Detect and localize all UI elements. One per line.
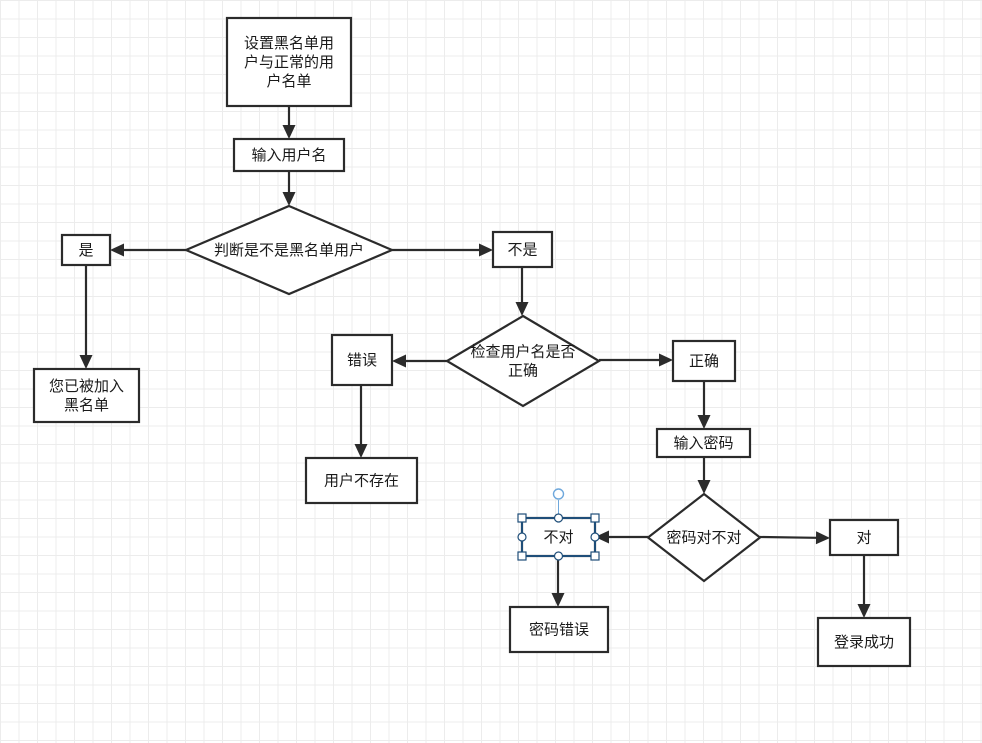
node-yes-label: 是 <box>78 241 93 259</box>
check-password-to-pw-right-arrowhead <box>815 531 830 545</box>
node-input-password[interactable]: 输入密码 <box>655 427 752 459</box>
node-setup-label: 户名单 <box>266 72 311 90</box>
edges-layer <box>79 106 871 618</box>
selection-overlay <box>517 488 600 561</box>
resize-handle-top-left[interactable] <box>517 513 527 523</box>
node-check-blacklist[interactable]: 判断是不是黑名单用户 <box>183 204 395 296</box>
resize-handle-right[interactable] <box>590 532 600 542</box>
node-wrong[interactable]: 错误 <box>330 333 394 387</box>
node-check-password-label: 密码对不对 <box>666 529 741 547</box>
node-correct-label: 正确 <box>689 352 719 370</box>
node-check-password-shape <box>646 492 762 583</box>
pw-wrong-to-pw-error-arrowhead <box>551 593 565 607</box>
node-check-username-label: 检查用户名是否 <box>470 343 575 361</box>
node-blacklisted-label: 您已被加入 <box>49 377 124 395</box>
correct-to-input-password-arrowhead <box>697 415 711 429</box>
node-input-user-label: 输入用户名 <box>251 146 326 164</box>
node-blacklisted-label: 黑名单 <box>64 396 109 414</box>
node-user-not-exist-shape <box>304 456 419 505</box>
check-username-to-wrong-arrowhead <box>392 354 406 368</box>
input-password-to-check-password-arrowhead <box>697 480 711 494</box>
node-login-ok-shape <box>816 616 912 668</box>
node-yes[interactable]: 是 <box>60 233 112 267</box>
node-login-ok[interactable]: 登录成功 <box>816 616 912 668</box>
node-input-password-shape <box>655 427 752 459</box>
check-blacklist-to-yes-arrowhead <box>110 243 124 257</box>
node-check-username-shape <box>444 314 602 408</box>
node-pw-right-label: 对 <box>856 529 871 547</box>
node-input-user-shape <box>232 137 346 173</box>
node-not-yes-label: 不是 <box>507 241 537 259</box>
resize-handle-bottom-right[interactable] <box>590 551 600 561</box>
node-input-user[interactable]: 输入用户名 <box>232 137 346 173</box>
check-blacklist-to-not-yes-arrowhead <box>479 243 493 257</box>
wrong-to-user-not-exist-arrowhead <box>354 444 368 458</box>
node-pw-error-shape <box>508 605 610 654</box>
node-pw-wrong-shape <box>520 516 597 558</box>
node-correct[interactable]: 正确 <box>671 339 737 383</box>
check-username-to-correct-arrowhead <box>659 353 673 367</box>
node-yes-shape <box>60 233 112 267</box>
node-pw-wrong[interactable]: 不对 <box>520 516 597 558</box>
not-yes-to-check-username-arrowhead <box>515 302 529 316</box>
node-input-password-label: 输入密码 <box>673 434 733 452</box>
node-check-username-label: 正确 <box>508 362 538 380</box>
resize-handle-top[interactable] <box>553 513 564 523</box>
node-check-password[interactable]: 密码对不对 <box>646 492 762 583</box>
input-user-to-check-blacklist-arrowhead <box>282 192 296 206</box>
node-wrong-label: 错误 <box>347 351 377 369</box>
node-pw-error-label: 密码错误 <box>529 621 589 639</box>
resize-handle-left[interactable] <box>517 532 527 542</box>
node-check-blacklist-label: 判断是不是黑名单用户 <box>214 241 364 259</box>
node-user-not-exist[interactable]: 用户不存在 <box>304 456 419 505</box>
node-not-yes-shape <box>491 230 554 269</box>
pw-right-to-login-ok-arrowhead <box>857 604 871 618</box>
check-password-to-pw-right-connector[interactable] <box>759 535 817 539</box>
node-wrong-shape <box>330 333 394 387</box>
node-check-blacklist-shape <box>183 204 395 296</box>
node-not-yes[interactable]: 不是 <box>491 230 554 269</box>
node-setup-shape <box>225 16 353 108</box>
resize-handle-top-right[interactable] <box>590 513 600 523</box>
node-login-ok-label: 登录成功 <box>834 633 894 651</box>
node-user-not-exist-label: 用户不存在 <box>324 472 399 490</box>
node-correct-shape <box>671 339 737 383</box>
node-pw-error[interactable]: 密码错误 <box>508 605 610 654</box>
node-pw-wrong-label: 不对 <box>543 528 573 546</box>
node-pw-right-shape <box>828 518 900 557</box>
yes-to-blacklisted-arrowhead <box>79 355 93 369</box>
node-blacklisted-shape <box>32 367 141 424</box>
resize-handle-bottom[interactable] <box>553 551 564 561</box>
rotate-handle[interactable] <box>552 488 565 500</box>
check-password-to-pw-wrong-arrowhead <box>595 530 609 544</box>
node-setup-label: 设置黑名单用 <box>244 34 334 52</box>
node-pw-right[interactable]: 对 <box>828 518 900 557</box>
setup-to-input-user-arrowhead <box>282 125 296 139</box>
node-setup-label: 户与正常的用 <box>244 53 334 71</box>
resize-handle-bottom-left[interactable] <box>517 551 527 561</box>
